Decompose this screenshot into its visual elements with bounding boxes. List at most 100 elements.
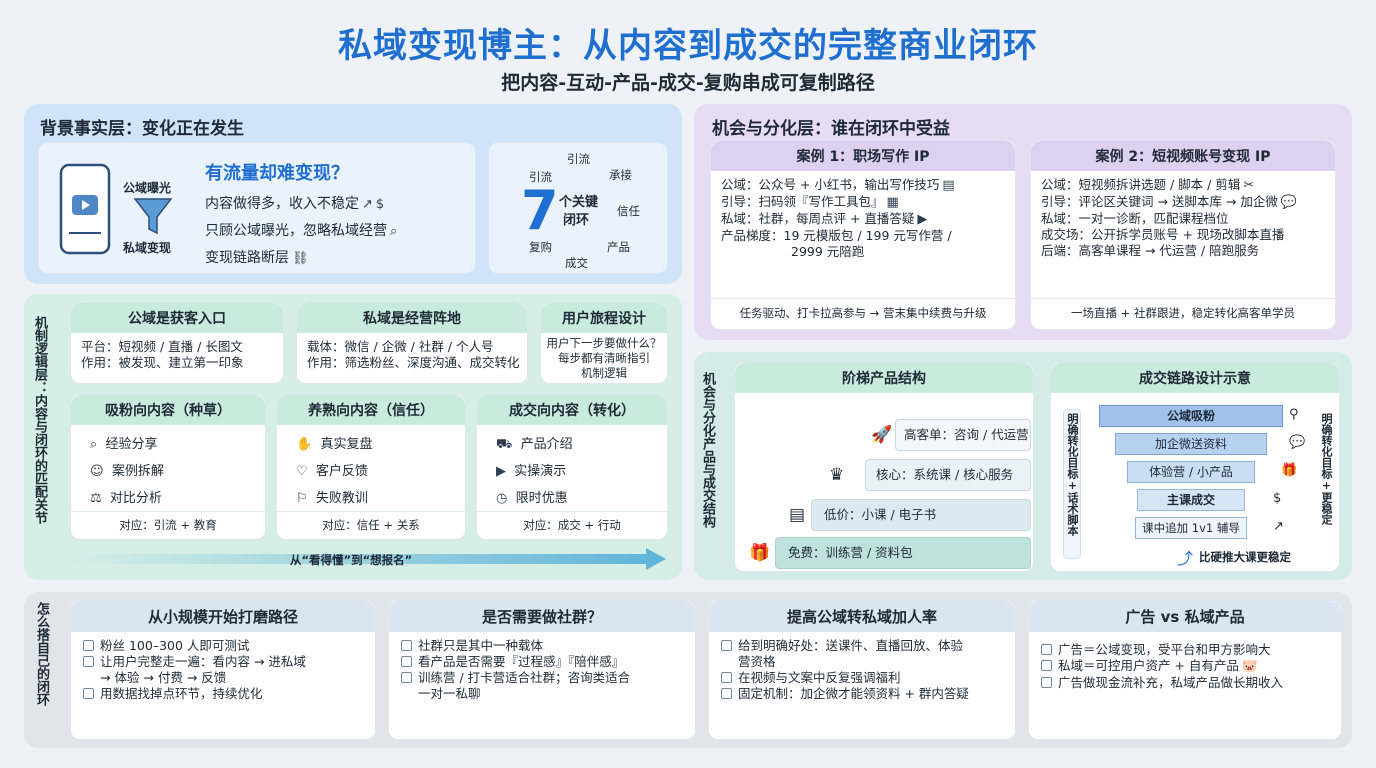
content3-item: ▶ 实操演示 — [493, 458, 651, 485]
background-point: 变现链路断层⛓ — [205, 245, 475, 272]
ladder-step: 高客单：咨询 / 代运营 — [895, 419, 1031, 451]
background-points: 内容做得多，收入不稳定↗$ 只顾公域曝光，忽略私域经营⌕ 变现链路断层⛓ — [205, 191, 475, 272]
case1-row: 2999 元陪跑 — [791, 244, 865, 259]
background-question: 有流量却难变现？ — [205, 163, 349, 184]
phone-label-top: 公域曝光 — [123, 181, 172, 195]
check-icon — [1041, 660, 1052, 671]
case2-row: 引导：评论区关键词 → 送脚本库 → 加企微💬 — [1041, 194, 1298, 210]
funnel-stage: 公域吸粉 — [1099, 405, 1283, 427]
build-item: 广告＝公域变现，受平台和甲方影响大 — [1041, 642, 1329, 658]
case2-title: 案例 2：短视频账号变现 IP — [1031, 141, 1335, 171]
user-icon: ☺ — [90, 464, 104, 479]
gift-icon: 🎁 — [1281, 463, 1298, 478]
opportunity-title: 机会与分化层：谁在闭环中受益 — [712, 119, 950, 139]
search-icon: ⌕ — [390, 224, 398, 239]
case2-row: 成交场：公开拆学员账号 + 现场改脚本直播 — [1041, 227, 1285, 242]
check-icon — [1041, 644, 1052, 655]
build-panel: 怎么搭自己的闭环 从小规模开始打磨路径 粉丝 100–300 人即可测试 让用户… — [24, 592, 1352, 748]
progress-arrow — [70, 548, 666, 570]
loop-text-2: 闭环 — [563, 213, 590, 228]
build-item: 营资格 — [738, 654, 776, 669]
play-icon: ▶ — [496, 464, 506, 479]
growth-icon: ↗ — [1273, 519, 1284, 534]
product-panel: 机会与分化产品与成交结构 阶梯产品结构 高客单：咨询 / 代运营 核心：系统课 … — [694, 352, 1352, 580]
build-item: 给到明确好处：送课件、直播回放、体验 — [721, 638, 1003, 654]
build-card-4-title: 广告 vs 私域产品 — [1029, 601, 1341, 632]
public-card: 公域是获客入口 平台：短视频 / 直播 / 长图文 作用：被发现、建立第一印象 — [70, 302, 284, 384]
funnel-stage: 体验营 / 小产品 — [1127, 461, 1255, 483]
content3-footer: 对应：成交 + 行动 — [477, 511, 667, 533]
content3-item: ◷ 限时优惠 — [493, 485, 651, 512]
build-item: → 体验 → 付费 → 反馈 — [100, 670, 227, 685]
case1-rows: 公域：公众号 + 小红书，输出写作技巧▤ 引导：扫码领『写作工具包』▦ 私域：社… — [711, 171, 1015, 266]
heart-icon: ♡ — [296, 464, 308, 479]
build-item: 在视频与文案中反复强调福利 — [721, 670, 1003, 686]
funnel-icon — [133, 198, 173, 235]
content3-card: 成交向内容（转化） ⛟ 产品介绍 ▶ 实操演示 ◷ 限时优惠 对应：成交 + 行… — [476, 394, 668, 540]
funnel-card: 成交链路设计示意 明确转化目标+话术脚本 明确转化目标+更稳定 公域吸粉 加企微… — [1050, 362, 1340, 572]
money-icon: $ — [1273, 491, 1282, 506]
case1-row: 引导：扫码领『写作工具包』▦ — [721, 194, 899, 210]
build-card-3-title: 提高公域转私域加人率 — [709, 601, 1015, 632]
check-icon — [721, 640, 732, 651]
check-icon — [401, 640, 412, 651]
opportunity-panel: 机会与分化层：谁在闭环中受益 案例 1：职场写作 IP 公域：公众号 + 小红书… — [694, 104, 1352, 340]
loop-step: 引流 — [529, 170, 552, 184]
loop-text-1: 个关键 — [559, 195, 599, 210]
gift-icon: 🎁 — [749, 543, 771, 563]
runner-icon: ⚐ — [296, 491, 308, 506]
case1-row: 产品梯度：19 元模版包 / 199 元写作营 / — [721, 228, 952, 243]
qr-icon: ▦ — [886, 195, 899, 210]
funnel-stage: 加企微送资料 — [1115, 433, 1267, 455]
content1-item: ⌕ 经验分享 — [87, 431, 249, 458]
check-icon — [83, 688, 94, 699]
build-item: 私域＝可控用户资产 + 自有产品🐷 — [1041, 658, 1329, 675]
product-side-label: 机会与分化产品与成交结构 — [700, 372, 715, 528]
case2-rows: 公域：短视频拆讲选题 / 脚本 / 剪辑✂ 引导：评论区关键词 → 送脚本库 →… — [1031, 171, 1335, 265]
content2-title: 养熟向内容（信任） — [277, 395, 465, 425]
background-point: 只顾公域曝光，忽略私域经营⌕ — [205, 218, 475, 245]
search-icon: ⌕ — [90, 437, 98, 452]
build-card-2-title: 是否需要做社群？ — [389, 601, 695, 632]
public-title: 公域是获客入口 — [71, 303, 283, 333]
background-card: 公域曝光 私域变现 有流量却难变现？ 内容做得多，收入不稳定↗$ 只顾公域曝光，… — [38, 142, 476, 274]
build-item: 一对一私聊 — [418, 686, 481, 701]
build-item: 广告做现金流补充，私域产品做长期收入 — [1041, 675, 1329, 691]
title-part-b: 完整商业闭环 — [828, 26, 1038, 66]
public-row: 平台：短视频 / 直播 / 长图文 — [81, 339, 243, 354]
loop-step: 信任 — [617, 204, 640, 218]
ladder-step: 免费：训练营 / 资料包 — [775, 537, 1031, 569]
loop-step: 引流 — [567, 152, 590, 166]
loop-step: 复购 — [529, 240, 552, 254]
case2-footer: 一场直播 + 社群跟进，稳定转化高客单学员 — [1031, 298, 1335, 321]
case2-row: 后端：高客单课程 → 代运营 / 陪跑服务 — [1041, 243, 1260, 258]
page-subtitle: 把内容-互动-产品-成交-复购串成可复制路径 — [501, 72, 875, 94]
loop-step: 成交 — [565, 256, 588, 270]
content2-item: ✋ 真实复盘 — [293, 431, 449, 458]
page-title: 私域变现博主：从内容到成交的完整商业闭环 — [0, 18, 1376, 67]
journey-row: 机制逻辑 — [581, 366, 627, 380]
check-icon — [83, 640, 94, 651]
content2-footer: 对应：信任 + 关系 — [277, 511, 465, 533]
loop-card: 7 个关键 闭环 引流 承接 信任 产品 成交 复购 引流 — [488, 142, 668, 274]
content1-title: 吸粉向内容（种草） — [71, 395, 265, 425]
build-side-label: 怎么搭自己的闭环 — [34, 602, 49, 706]
journey-row: 每步都有清晰指引 — [558, 351, 650, 365]
ladder-card: 阶梯产品结构 高客单：咨询 / 代运营 核心：系统课 / 核心服务 低价：小课 … — [734, 362, 1034, 572]
case2-row: 公域：短视频拆讲选题 / 脚本 / 剪辑✂ — [1041, 177, 1255, 193]
content2-item: ♡ 客户反馈 — [293, 458, 449, 485]
build-card-3: 提高公域转私域加人率 给到明确好处：送课件、直播回放、体验 营资格 在视频与文案… — [708, 600, 1016, 740]
funnel-right-label: 明确转化目标+更稳定 — [1320, 413, 1333, 525]
build-item: 用数据找掉点环节，持续优化 — [83, 686, 363, 702]
check-icon — [83, 656, 94, 667]
case1-row: 公域：公众号 + 小红书，输出写作技巧▤ — [721, 177, 955, 193]
funnel-stage: 课中追加 1v1 辅导 — [1135, 517, 1247, 539]
mechanism-panel: 机制逻辑层：内容与闭环的匹配关节 公域是获客入口 平台：短视频 / 直播 / 长… — [24, 294, 682, 580]
build-card-1-title: 从小规模开始打磨路径 — [71, 601, 375, 632]
loop-step: 承接 — [609, 168, 632, 182]
content3-title: 成交向内容（转化） — [477, 395, 667, 425]
build-item: 看产品是否需要『过程感』『陪伴感』 — [401, 654, 683, 670]
money-icon: $ — [375, 197, 385, 212]
case2-row: 私域：一对一诊断，匹配课程档位 — [1041, 211, 1229, 226]
private-card: 私域是经营阵地 载体：微信 / 企微 / 社群 / 个人号 作用：筛选粉丝、深度… — [296, 302, 528, 384]
